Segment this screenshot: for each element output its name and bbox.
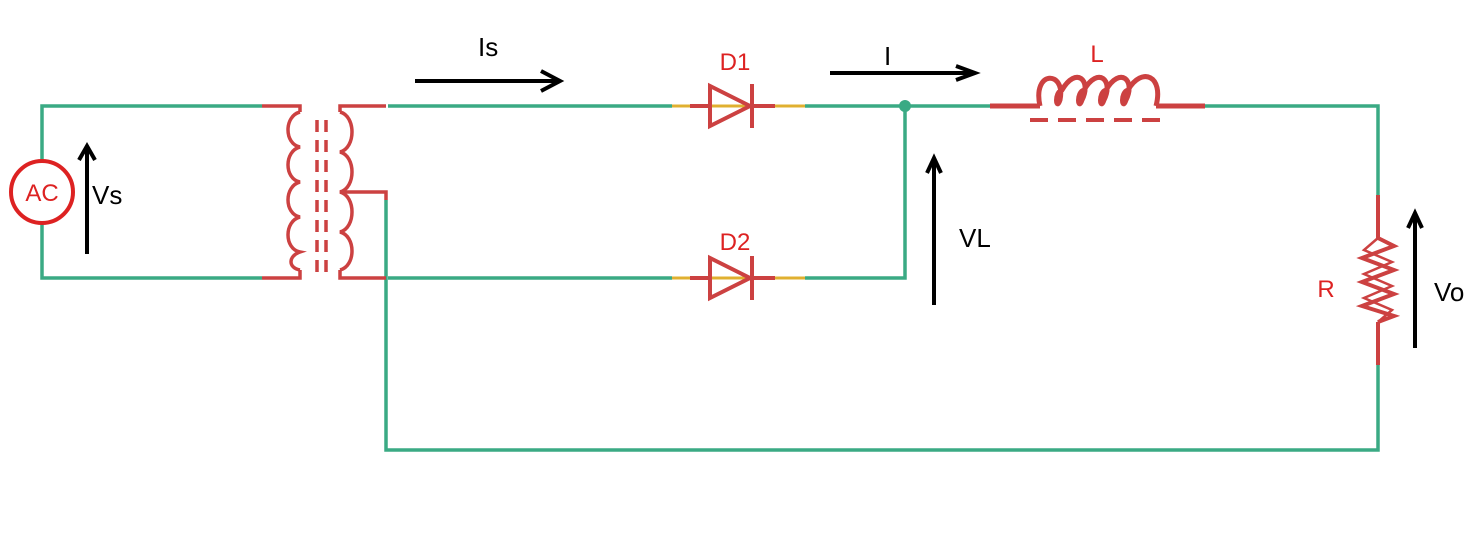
- l-label: L: [1090, 41, 1103, 68]
- diode-icon: [690, 82, 775, 130]
- is-label: Is: [478, 32, 498, 62]
- d1-label: D1: [720, 49, 751, 76]
- vs-arrow-icon: [77, 141, 97, 254]
- i-label: I: [884, 41, 891, 71]
- ac-source-label: AC: [25, 180, 58, 207]
- vl-arrow-icon: [925, 153, 943, 305]
- vl-label: VL: [959, 223, 991, 253]
- diode-d1: [672, 82, 805, 130]
- diode-icon: [690, 254, 775, 302]
- ac-source-icon: AC: [9, 159, 75, 225]
- inductor-to-resistor-wire: [1205, 104, 1380, 195]
- d2-to-node-wire: [805, 106, 907, 280]
- vs-label: Vs: [92, 180, 122, 210]
- junction-node: [899, 100, 911, 112]
- vo-label: Vo: [1434, 277, 1464, 307]
- inductor-coil-icon: [990, 74, 1205, 122]
- resistor-zigzag-icon: [1355, 195, 1401, 365]
- arrows: [77, 64, 1424, 348]
- i-arrow-icon: [830, 64, 981, 82]
- vo-arrow-icon: [1406, 208, 1424, 348]
- return-wire: [384, 200, 1380, 452]
- diode-d2: [672, 254, 805, 302]
- d2-label: D2: [720, 229, 751, 256]
- is-arrow-icon: [415, 69, 565, 93]
- center-tap-transformer-icon: [262, 104, 388, 280]
- wires: [40, 104, 1380, 452]
- r-label: R: [1317, 276, 1334, 303]
